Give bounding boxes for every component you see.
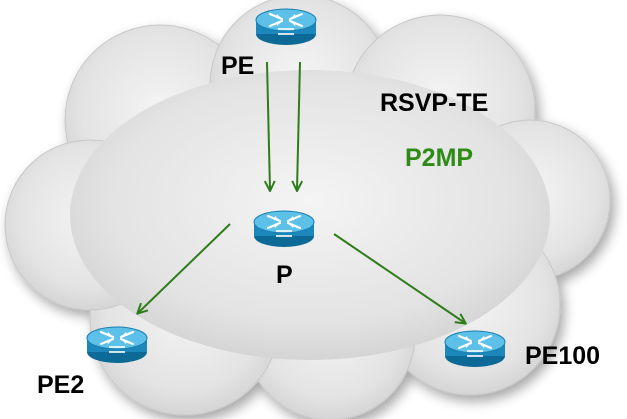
node-label-pe100: PE100 xyxy=(525,342,600,370)
edge-p-to-pe100 xyxy=(333,233,465,323)
edge-p-to-pe2 xyxy=(138,223,231,313)
router-p xyxy=(252,209,316,249)
protocol-label: RSVP-TE xyxy=(380,89,488,117)
router-pe2 xyxy=(85,325,149,365)
node-label-pe2: PE2 xyxy=(37,371,84,399)
router-icon xyxy=(254,7,318,47)
node-label-pe: PE xyxy=(221,52,254,80)
edge-pe-to-p-1 xyxy=(267,61,270,190)
cloud xyxy=(4,0,611,419)
router-icon xyxy=(85,325,149,365)
node-label-p: P xyxy=(276,261,293,289)
edges xyxy=(138,61,465,323)
router-icon xyxy=(443,329,507,369)
lsp-type-label: P2MP xyxy=(405,144,473,172)
router-icon xyxy=(252,209,316,249)
router-pe xyxy=(254,7,318,47)
router-pe100 xyxy=(443,329,507,369)
edge-pe-to-p-2 xyxy=(297,61,300,190)
